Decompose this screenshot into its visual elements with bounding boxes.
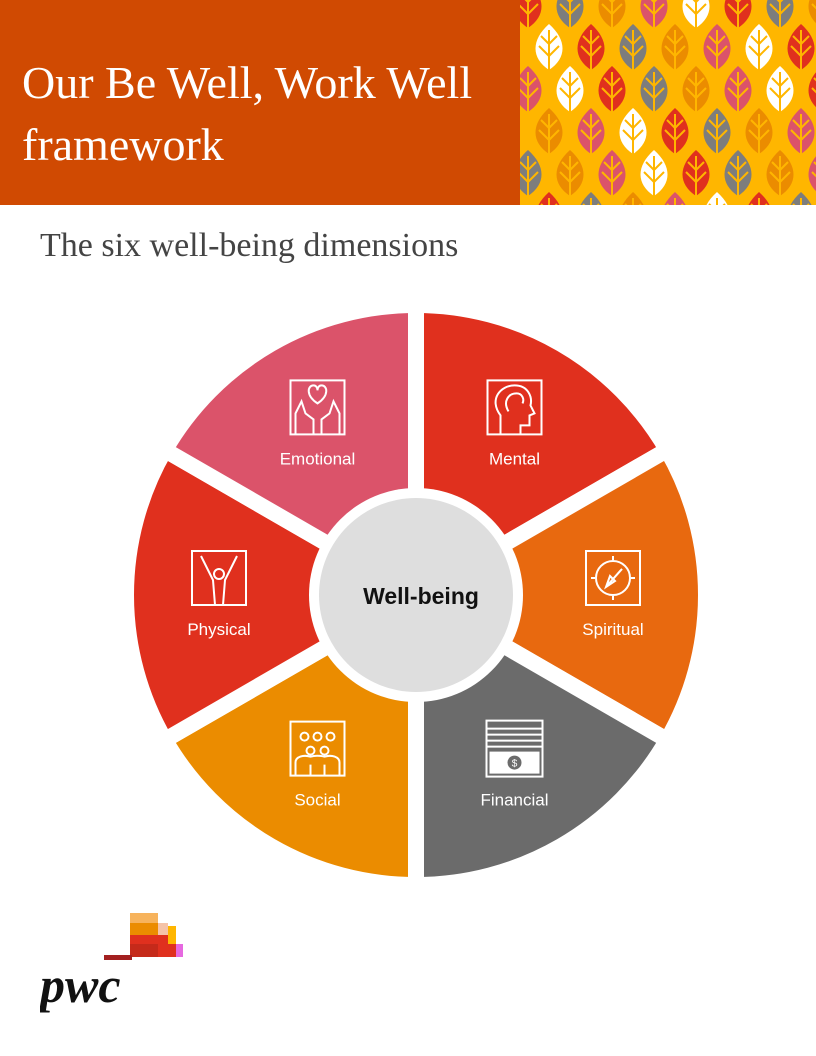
leaf-shape xyxy=(682,0,710,34)
page-title: Our Be Well, Work Well framework xyxy=(22,57,473,170)
leaf-shape xyxy=(598,150,626,202)
center-label: Well-being xyxy=(363,583,479,609)
leaf-shape xyxy=(724,150,752,202)
leaf-shape xyxy=(808,0,816,24)
leaf-shape xyxy=(598,66,626,118)
leaf-shape xyxy=(664,192,686,205)
head-profile-icon xyxy=(486,379,543,436)
leaf-shape xyxy=(787,108,815,160)
leaf-shape xyxy=(808,156,816,192)
header-banner: Our Be Well, Work Well framework xyxy=(0,0,555,205)
segment-label-emotional: Emotional xyxy=(280,449,356,468)
leaf-shape xyxy=(619,24,647,76)
heart-hands-icon xyxy=(289,379,346,436)
segment-label-financial: Financial xyxy=(480,791,548,810)
leaf-shape xyxy=(520,0,542,34)
pwc-wordmark: pwc xyxy=(40,957,121,1013)
leaf-shape xyxy=(619,108,647,160)
segment-label-mental: Mental xyxy=(489,449,540,468)
person-arms-up-icon xyxy=(191,550,247,606)
leaf-shape xyxy=(661,108,689,160)
leaf-shape xyxy=(520,66,542,118)
leaf-shape xyxy=(535,108,563,160)
leaf-shape xyxy=(580,192,602,205)
leaf-shape xyxy=(598,0,626,34)
center-circle-fill xyxy=(319,498,513,692)
people-group-icon xyxy=(289,720,346,777)
leaf-shape xyxy=(622,192,644,205)
leaf-shape xyxy=(808,72,816,108)
leaf-shape xyxy=(766,66,794,118)
leaf-shape xyxy=(703,24,731,76)
money-icon: $ xyxy=(485,719,544,778)
leaf-shape xyxy=(724,66,752,118)
leaf-shape xyxy=(748,192,770,205)
leaf-shape xyxy=(766,0,794,34)
leaf-shape xyxy=(745,108,773,160)
leaf-shape xyxy=(556,150,584,202)
leaf-shape xyxy=(724,0,752,34)
pwc-logo: pwc xyxy=(40,913,183,1013)
section-subtitle: The six well-being dimensions xyxy=(40,227,459,264)
leaf-shape xyxy=(766,150,794,202)
leaf-shape xyxy=(661,24,689,76)
leaf-shape xyxy=(556,66,584,118)
leaf-shape xyxy=(640,150,668,202)
segment-label-physical: Physical xyxy=(187,620,250,639)
segment-label-spiritual: Spiritual xyxy=(582,620,643,639)
leaf-shape xyxy=(577,24,605,76)
leaf-shape xyxy=(682,150,710,202)
leaf-shape xyxy=(556,0,584,34)
leaf-shape xyxy=(703,108,731,160)
leaf-shape xyxy=(745,24,773,76)
leaf-shape xyxy=(538,192,560,205)
compass-icon xyxy=(585,550,641,606)
leaf-shape xyxy=(682,66,710,118)
leaf-shape xyxy=(706,192,728,205)
leaf-shape xyxy=(640,0,668,34)
leaf-shape xyxy=(535,24,563,76)
leaf-shape xyxy=(640,66,668,118)
leaf-shape xyxy=(787,24,815,76)
leaf-shape xyxy=(790,192,812,205)
segment-label-social: Social xyxy=(294,791,340,810)
leaf-shape xyxy=(520,150,542,202)
leaf-shape xyxy=(577,108,605,160)
leaf-pattern-image xyxy=(520,0,816,205)
svg-text:$: $ xyxy=(512,759,518,770)
